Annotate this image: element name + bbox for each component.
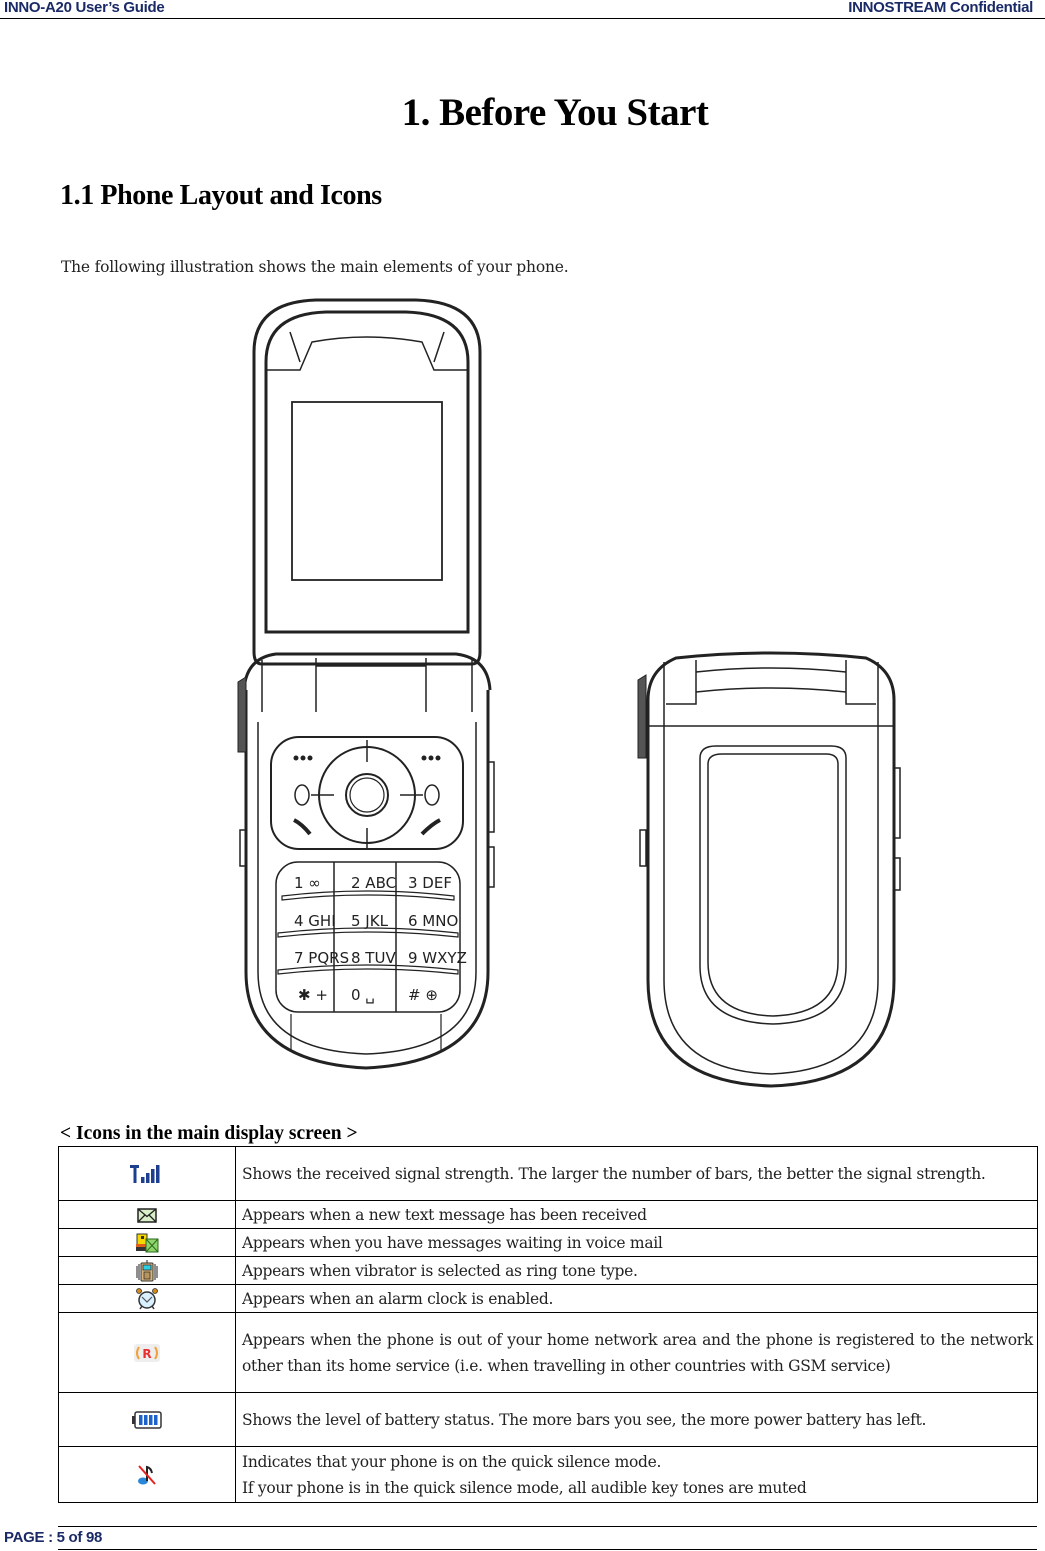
page-number: PAGE : 5 of 98 [4, 1529, 103, 1546]
svg-text:9 WXYZ: 9 WXYZ [408, 949, 467, 967]
icon-description: Shows the level of battery status. The m… [235, 1392, 1038, 1447]
svg-text:3 DEF: 3 DEF [408, 874, 452, 892]
icons-table-caption: < Icons in the main display screen > [60, 1123, 358, 1144]
footer-divider-top [58, 1526, 1037, 1527]
icon-description: Appears when a new text message has been… [235, 1200, 1038, 1229]
table-row: Indicates that your phone is on the quic… [58, 1446, 1038, 1503]
svg-text:✱ +: ✱ + [298, 986, 328, 1004]
table-row: Appears when a new text message has been… [58, 1200, 1038, 1229]
table-row: Appears when an alarm clock is enabled. [58, 1284, 1038, 1313]
svg-text:4 GHI: 4 GHI [294, 912, 336, 930]
header-confidential: INNOSTREAM Confidential [848, 0, 1033, 16]
icon-description: Shows the received signal strength. The … [235, 1146, 1038, 1201]
icon-description: Appears when the phone is out of your ho… [235, 1312, 1038, 1393]
icon-description: Appears when vibrator is selected as rin… [235, 1256, 1038, 1285]
alarm-clock-icon [136, 1287, 158, 1309]
vibrate-icon [136, 1259, 158, 1281]
phone-illustration: 1 ∞ 2 ABC 3 DEF 4 GHI 5 JKL 6 MNO 7 PQRS… [237, 298, 901, 1088]
table-row: R Appears when the phone is out of your … [58, 1312, 1038, 1393]
table-row: Appears when vibrator is selected as rin… [58, 1256, 1038, 1285]
svg-text:5 JKL: 5 JKL [351, 912, 389, 930]
svg-text:2 ABC: 2 ABC [351, 874, 396, 892]
page-header: INNO-A20 User’s Guide INNOSTREAM Confide… [0, 0, 1045, 19]
signal-strength-icon [130, 1164, 160, 1183]
section-title: 1.1 Phone Layout and Icons [60, 180, 382, 211]
svg-text:0 ␣: 0 ␣ [351, 986, 375, 1004]
footer-divider-bottom [58, 1549, 1037, 1550]
svg-text:6 MNO: 6 MNO [408, 912, 458, 930]
icons-table: Shows the received signal strength. The … [58, 1146, 1038, 1503]
icon-description: Appears when you have messages waiting i… [235, 1228, 1038, 1257]
table-row: Appears when you have messages waiting i… [58, 1228, 1038, 1257]
icon-description: Appears when an alarm clock is enabled. [235, 1284, 1038, 1313]
roaming-icon: R [134, 1344, 160, 1363]
chapter-title: 1. Before You Start [401, 91, 709, 134]
svg-text:R: R [142, 1347, 151, 1361]
quick-silence-icon [138, 1464, 156, 1485]
header-doc-title: INNO-A20 User’s Guide [4, 0, 165, 16]
icon-description: Indicates that your phone is on the quic… [235, 1446, 1038, 1503]
svg-text:1 ∞: 1 ∞ [294, 874, 321, 892]
open-phone: 1 ∞ 2 ABC 3 DEF 4 GHI 5 JKL 6 MNO 7 PQRS… [237, 298, 495, 1070]
svg-text:8 TUV: 8 TUV [351, 949, 396, 967]
intro-paragraph: The following illustration shows the mai… [61, 258, 569, 276]
battery-icon [132, 1411, 162, 1429]
table-row: Shows the received signal strength. The … [58, 1146, 1038, 1201]
text-message-envelope-icon [137, 1208, 157, 1223]
svg-text:# ⊕: # ⊕ [408, 986, 438, 1004]
table-row: Shows the level of battery status. The m… [58, 1392, 1038, 1447]
closed-phone [637, 651, 901, 1088]
voice-mail-icon [136, 1233, 159, 1253]
svg-text:7 PQRS: 7 PQRS [294, 949, 349, 967]
